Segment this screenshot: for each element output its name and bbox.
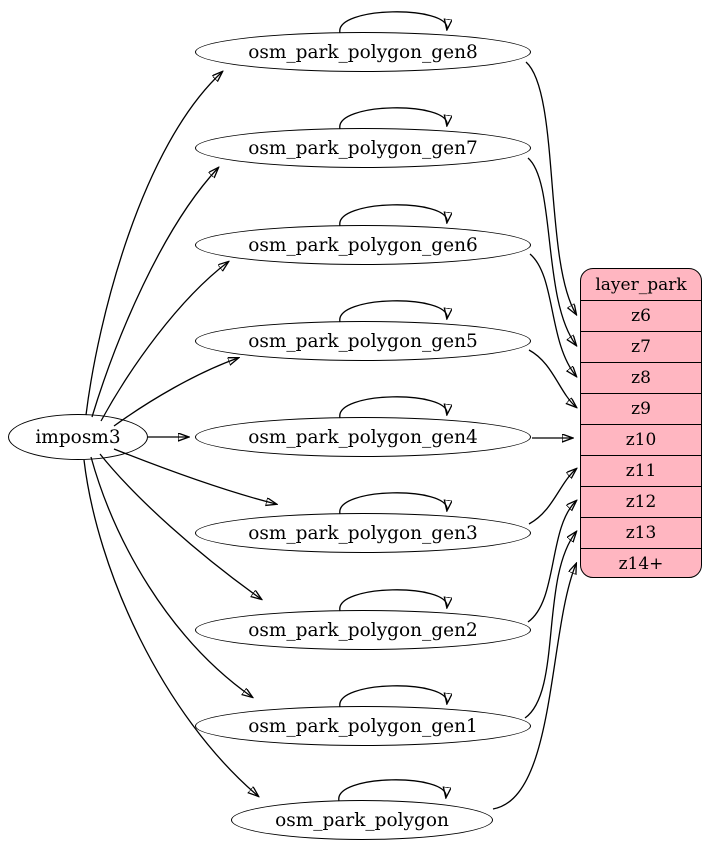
edge-gen5-z9 [528,349,576,407]
node-osm-park-polygon-gen5: osm_park_polygon_gen5 [195,321,531,361]
edge-imposm3-gen7 [91,168,218,418]
edge-selfloop-gen5 [339,300,447,323]
layer-park-row-z9: z9 [581,393,701,424]
edge-selfloop-gen1 [339,685,447,708]
node-label: osm_park_polygon_gen8 [248,41,478,63]
node-osm-park-polygon-gen6: osm_park_polygon_gen6 [195,225,531,265]
node-osm-park-polygon-gen8: osm_park_polygon_gen8 [195,32,531,72]
edge-selfloop-gen7 [339,107,447,130]
edge-imposm3-gen5 [113,358,238,427]
node-osm-park-polygon-gen3: osm_park_polygon_gen3 [195,513,531,553]
node-label: osm_park_polygon_gen2 [248,619,478,641]
edge-selfloop-gen8 [339,11,447,34]
edge-polygon-z14plus [492,564,576,810]
node-label: osm_park_polygon_gen3 [248,522,478,544]
layer-park-header: layer_park [595,274,687,295]
edge-selfloop-gen6 [339,204,447,227]
edge-gen3-z11 [528,469,576,525]
layer-park-row-z13: z13 [581,517,701,548]
layer-park-row-z11: z11 [581,455,701,486]
node-osm-park-polygon-gen2: osm_park_polygon_gen2 [195,610,531,650]
layer-park-row-z8: z8 [581,362,701,393]
node-label: osm_park_polygon_gen4 [248,426,478,448]
layer-park-row-z14plus: z14+ [581,548,701,577]
node-osm-park-polygon-gen7: osm_park_polygon_gen7 [195,128,531,168]
node-label: osm_park_polygon_gen1 [248,715,478,737]
node-osm-park-polygon-gen4: osm_park_polygon_gen4 [195,417,531,457]
node-imposm3-label: imposm3 [35,426,121,448]
edge-gen1-z13 [524,532,576,719]
edge-imposm3-gen1 [90,456,252,697]
edge-selfloop-gen4 [339,396,447,419]
node-label: osm_park_polygon [275,809,449,831]
edge-gen7-z7 [527,157,576,345]
edge-selfloop-polygon [338,779,446,802]
edge-selfloop-gen3 [339,492,447,515]
node-imposm3: imposm3 [8,414,148,460]
layer-park-row-z6: z6 [581,300,701,331]
edge-imposm3-gen3 [113,448,276,504]
node-label: osm_park_polygon_gen5 [248,330,478,352]
edge-selfloop-gen2 [339,589,447,612]
layer-park-row-z10: z10 [581,424,701,455]
record-layer-park: layer_park z6 z7 z8 z9 z10 z11 z12 z13 z… [580,268,702,578]
layer-park-row-z12: z12 [581,486,701,517]
node-label: osm_park_polygon_gen7 [248,137,478,159]
node-label: osm_park_polygon_gen6 [248,234,478,256]
layer-park-row-z7: z7 [581,331,701,362]
edge-gen8-z6 [525,61,576,314]
node-osm-park-polygon: osm_park_polygon [231,800,493,840]
edge-gen6-z8 [529,253,576,376]
edge-gen2-z12 [527,501,576,623]
node-osm-park-polygon-gen1: osm_park_polygon_gen1 [195,706,531,746]
